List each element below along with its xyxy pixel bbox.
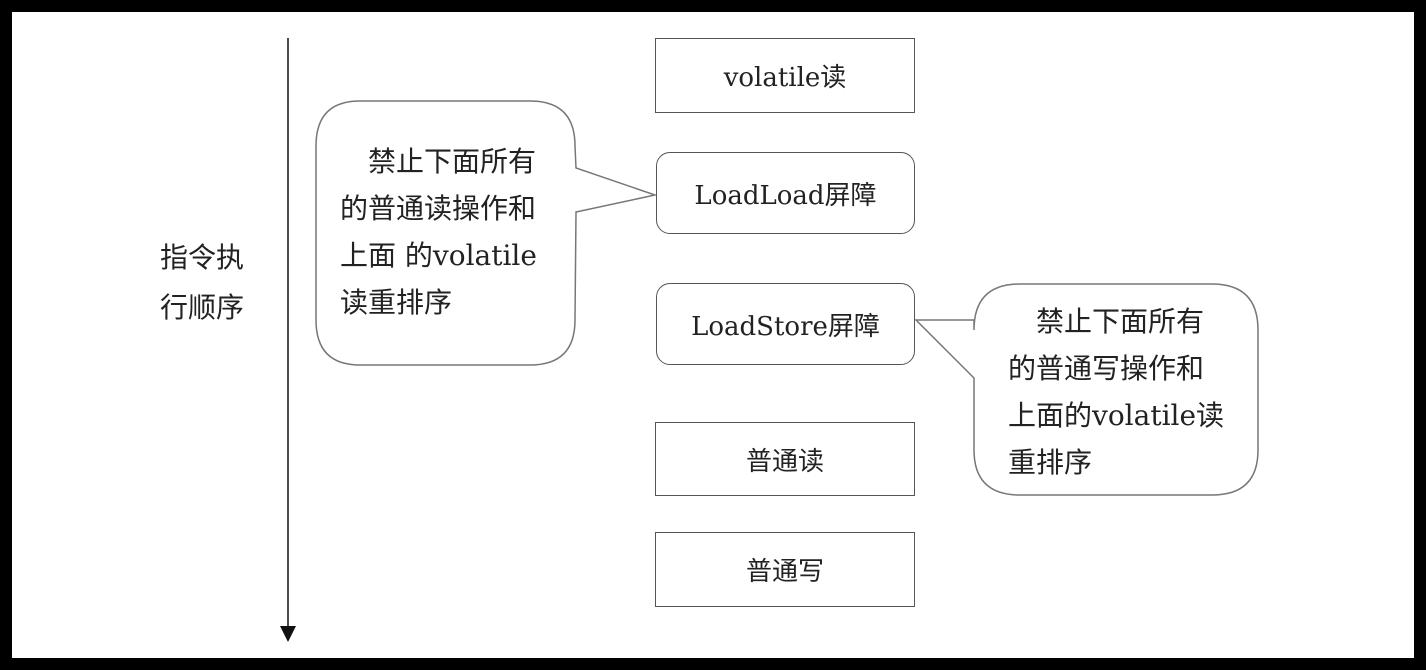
- callout-loadstore-line: 禁止下面所有: [1008, 305, 1205, 338]
- order-arrow-head: [280, 626, 296, 642]
- loadstore-barrier-box: LoadStore屏障: [656, 283, 915, 365]
- loadstore-barrier-label: LoadStore屏障: [691, 311, 880, 342]
- callout-loadload-line: 读重排序: [340, 286, 453, 319]
- callout-loadstore-bubble: [914, 283, 1259, 496]
- normal-write-box: 普通写: [655, 532, 915, 607]
- callout-loadstore-line: 上面的volatile读: [1008, 399, 1225, 432]
- callout-loadload-line: 禁止下面所有: [340, 145, 537, 178]
- loadload-barrier-label: LoadLoad屏障: [694, 180, 877, 211]
- volatile-read-box: volatile读: [655, 38, 915, 113]
- execution-order-label-line2: 行顺序: [160, 291, 245, 324]
- normal-write-label: 普通写: [745, 557, 824, 587]
- callout-loadload-bubble: [315, 100, 658, 366]
- callout-loadload-line: 的普通读操作和: [340, 192, 537, 225]
- callout-loadload-line: 上面 的volatile: [340, 239, 537, 272]
- volatile-read-label: volatile读: [723, 63, 847, 93]
- normal-read-label: 普通读: [745, 446, 824, 477]
- execution-order-label: 指令执 行顺序: [160, 233, 270, 333]
- loadload-barrier-box: LoadLoad屏障: [656, 152, 915, 234]
- normal-read-box: 普通读: [655, 422, 915, 496]
- callout-loadstore-line: 重排序: [1008, 446, 1093, 479]
- callout-loadstore-line: 的普通写操作和: [1008, 352, 1205, 385]
- execution-order-label-line1: 指令执: [160, 241, 245, 274]
- callout-loadload-text: 禁止下面所有 的普通读操作和 上面 的volatile 读重排序: [340, 138, 537, 326]
- callout-loadstore-text: 禁止下面所有 的普通写操作和 上面的volatile读 重排序: [1008, 298, 1224, 486]
